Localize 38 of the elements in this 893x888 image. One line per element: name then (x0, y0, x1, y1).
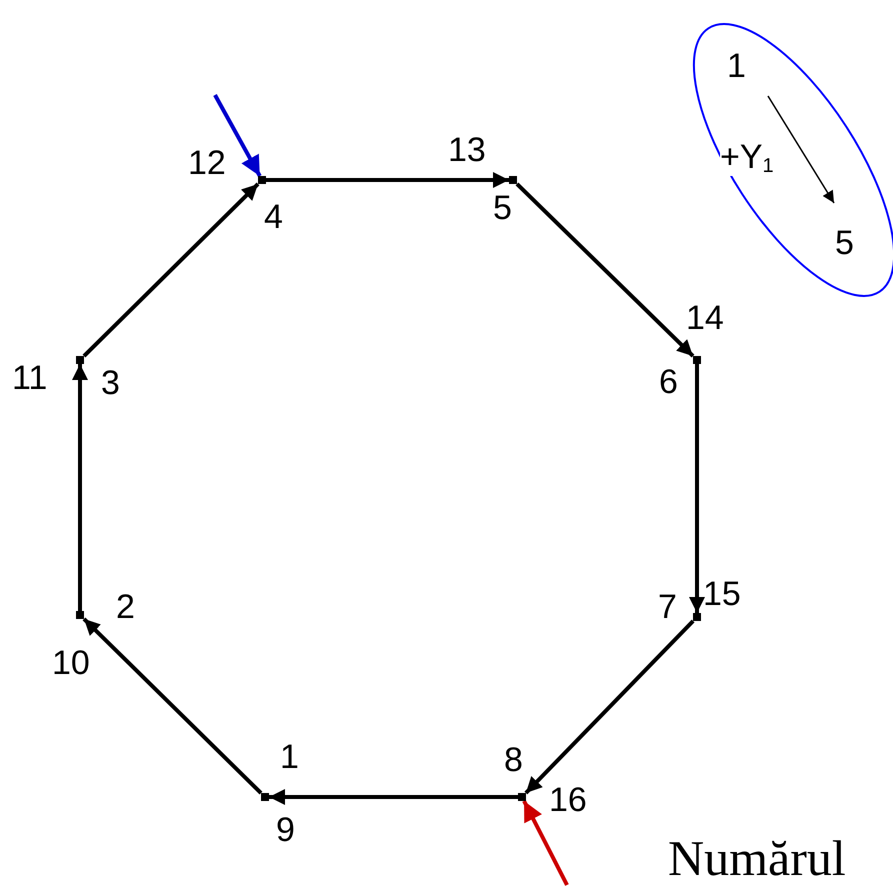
arrow (82, 182, 260, 358)
vertex-number: 1 (280, 740, 299, 774)
arrow (524, 620, 695, 794)
corner-point (76, 356, 84, 364)
corner-point (258, 176, 266, 184)
vertex-number: 15 (703, 577, 741, 611)
caption-text: Numărul (668, 832, 846, 884)
node-number: 1 (727, 48, 751, 84)
pointer-arrow (522, 800, 569, 886)
arrow (269, 789, 518, 805)
vertex-number: 4 (264, 200, 283, 234)
corner-point (693, 613, 701, 621)
arrow (767, 96, 835, 204)
arrow (516, 182, 694, 358)
corner-point (509, 176, 517, 184)
vertex-number: 16 (549, 783, 587, 817)
vertex-number: 11 (12, 361, 48, 395)
node-number: 5 (835, 225, 859, 261)
vertex-number: 14 (686, 301, 724, 335)
arrow (72, 364, 88, 611)
vertex-number: 9 (276, 813, 295, 847)
vertex-number: 7 (658, 590, 677, 624)
pointer-arrow (213, 94, 262, 177)
corner-point (518, 793, 526, 801)
vertex-number: 6 (659, 365, 678, 399)
vertex-number: 3 (101, 366, 120, 400)
vertex-number: 10 (52, 646, 90, 680)
corner-point (693, 356, 701, 364)
vertex-number: 12 (188, 146, 226, 180)
vertex-number: 5 (493, 191, 512, 225)
corner-point (76, 611, 84, 619)
vertex-number: 13 (448, 133, 486, 167)
arrow (266, 172, 509, 188)
vertex-number: 2 (116, 590, 135, 624)
corner-point (261, 793, 269, 801)
arrow (82, 618, 262, 794)
arrow (689, 364, 705, 613)
vertex-number: 8 (504, 743, 523, 777)
